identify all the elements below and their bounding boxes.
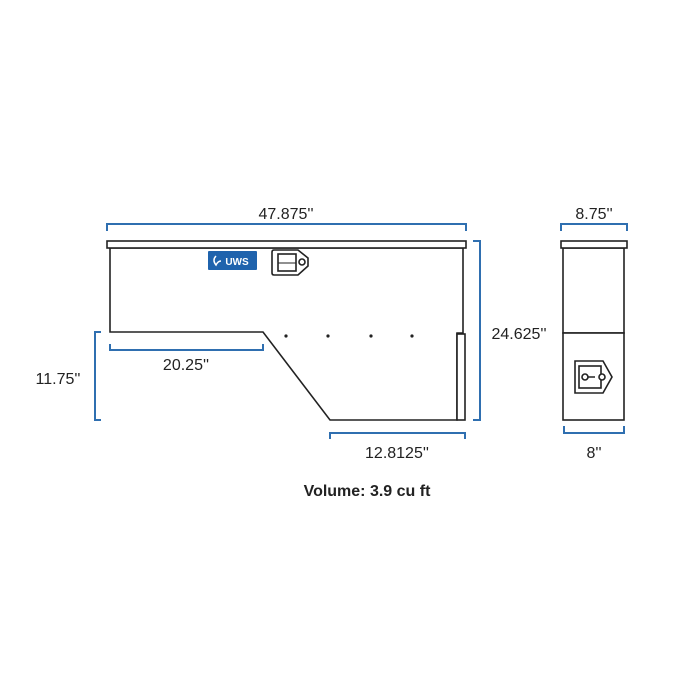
step-height-label: 11.75'': [36, 371, 81, 388]
latch-icon: [271, 249, 309, 276]
top-depth-bracket: [560, 223, 628, 231]
rivet-dots: [284, 334, 414, 338]
step-length-label: 20.25'': [163, 357, 209, 374]
bottom-depth-label: 8'': [586, 445, 601, 462]
bottom-length-bracket: [329, 432, 466, 439]
side-upper: [562, 247, 625, 334]
step-length-bracket: [109, 344, 264, 351]
width-label: 47.875'': [258, 206, 313, 223]
volume-label: Volume: 3.9 cu ft: [304, 483, 432, 500]
top-depth-label: 8.75'': [575, 206, 612, 223]
step-height-bracket: [94, 331, 101, 421]
front-view: UWS 47.875'' 24.625'' 11.75'' 20.25'' 12…: [36, 206, 547, 462]
uws-logo: UWS: [208, 251, 257, 270]
bottom-length-label: 12.8125'': [365, 445, 429, 462]
side-view: 8.75'' 8'': [560, 206, 628, 462]
svg-text:UWS: UWS: [225, 257, 249, 268]
side-panel: [456, 333, 466, 421]
height-label: 24.625'': [491, 326, 546, 343]
side-lid: [560, 240, 628, 249]
side-latch-icon: [574, 360, 613, 394]
lid: [106, 240, 467, 249]
width-bracket: [106, 223, 467, 231]
bottom-depth-bracket: [563, 426, 625, 434]
height-bracket: [473, 240, 481, 421]
